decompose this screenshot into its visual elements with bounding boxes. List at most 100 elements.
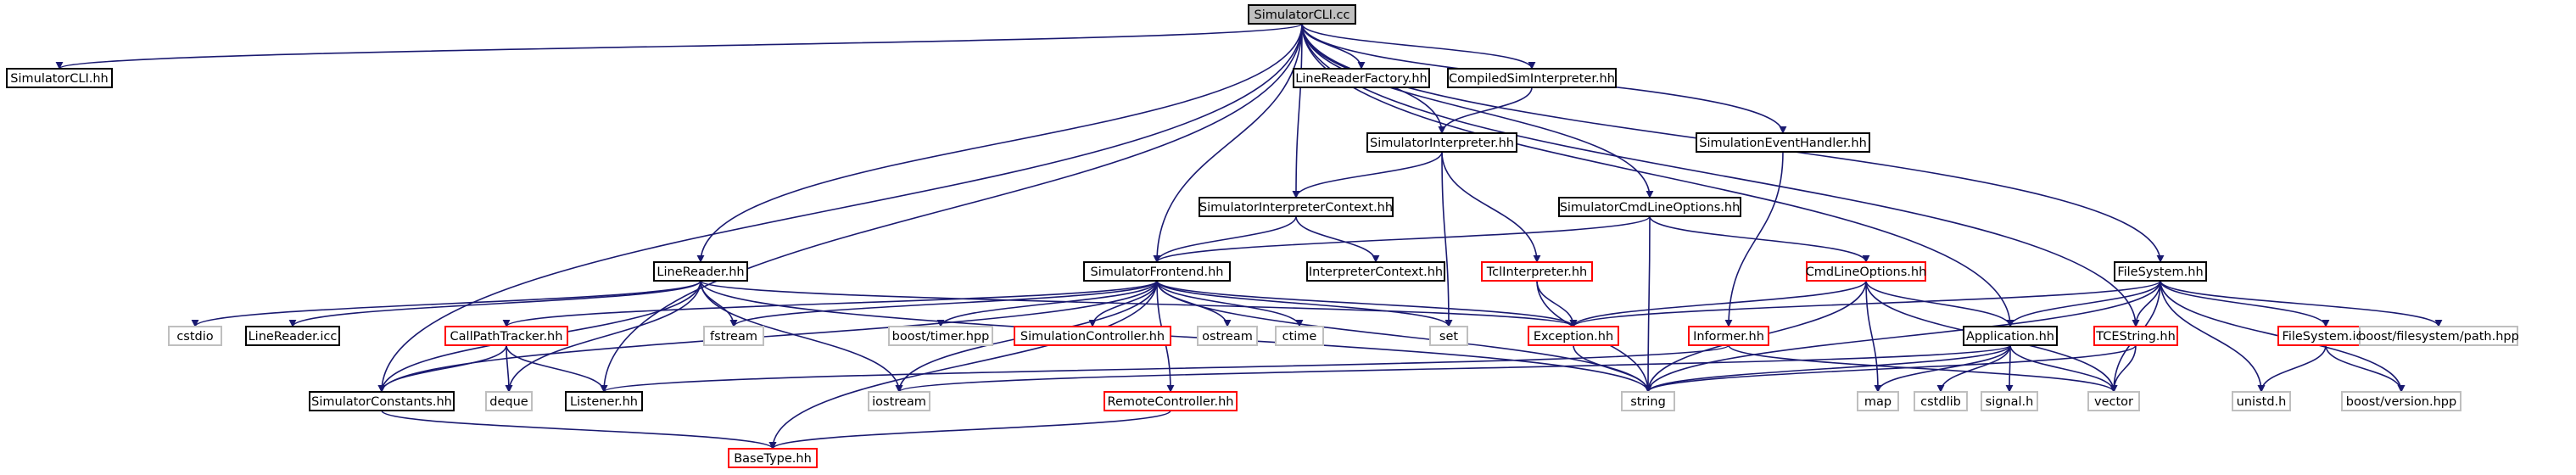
node-boosttimer-label: boost/timer.hpp bbox=[892, 330, 990, 344]
node-simevent-box bbox=[1696, 132, 1870, 153]
edge-compiledsim-to-siminterp bbox=[1438, 87, 1533, 134]
edge-simconstants-to-basetype bbox=[381, 410, 777, 450]
node-boosttimer: boost/timer.hpp bbox=[888, 326, 993, 346]
node-simconstants-label: SimulatorConstants.hh bbox=[311, 395, 452, 409]
node-callpath[interactable]: CallPathTracker.hh bbox=[444, 326, 568, 346]
node-callpath-label: CallPathTracker.hh bbox=[450, 330, 563, 344]
node-boostpath-label: boost/filesystem/path.hpp bbox=[2358, 330, 2519, 344]
node-linereader-label: LineReader.hh bbox=[657, 265, 744, 279]
node-ostream-box bbox=[1197, 326, 1258, 346]
node-linereaderfactory[interactable]: LineReaderFactory.hh bbox=[1293, 68, 1430, 88]
node-ctime-label: ctime bbox=[1282, 330, 1317, 344]
node-map: map bbox=[1857, 391, 1899, 411]
node-root-label: SimulatorCLI.cc bbox=[1254, 8, 1349, 22]
node-filesystem_icc-label: FileSystem.icc bbox=[2283, 330, 2370, 344]
edge-simevent-to-informer bbox=[1724, 151, 1784, 327]
node-listener-label: Listener.hh bbox=[570, 395, 638, 409]
node-simcmdline-box bbox=[1558, 197, 1741, 217]
edge-application-to-signal bbox=[2005, 344, 2014, 393]
node-simcli_hh-label: SimulatorCLI.hh bbox=[10, 72, 108, 86]
node-set-box bbox=[1429, 326, 1468, 346]
node-siminterp-label: SimulatorInterpreter.hh bbox=[1370, 137, 1514, 150]
node-simevent[interactable]: SimulationEventHandler.hh bbox=[1696, 132, 1870, 153]
node-linereader_icc[interactable]: LineReader.icc bbox=[245, 326, 340, 346]
edge-linereader-to-exception bbox=[700, 280, 1578, 327]
node-simcli_hh-box bbox=[6, 68, 113, 88]
node-boostpath: boost/filesystem/path.hpp bbox=[2358, 326, 2519, 346]
edge-filesystem_icc-to-boostversion bbox=[2325, 344, 2406, 393]
node-informer-box bbox=[1688, 326, 1769, 346]
node-tclinterp[interactable]: TclInterpreter.hh bbox=[1481, 261, 1593, 282]
edge-root-to-compiledsim bbox=[1301, 23, 1536, 70]
node-simcmdline-label: SimulatorCmdLineOptions.hh bbox=[1560, 201, 1741, 215]
node-interpctx-box bbox=[1306, 261, 1445, 282]
node-filesystem_hh-box bbox=[2114, 261, 2207, 282]
node-iostream-box bbox=[868, 391, 930, 411]
node-linereader-box bbox=[653, 261, 748, 282]
node-simcontroller-label: SimulationController.hh bbox=[1020, 330, 1165, 344]
node-simconstants[interactable]: SimulatorConstants.hh bbox=[309, 391, 455, 411]
edge-simfrontend-to-simcontroller bbox=[1088, 280, 1158, 327]
edge-filesystem_hh-to-filesystem_icc bbox=[2160, 280, 2330, 327]
node-informer[interactable]: Informer.hh bbox=[1688, 326, 1769, 346]
node-iostream: iostream bbox=[868, 391, 930, 411]
node-tcestring[interactable]: TCEString.hh bbox=[2093, 326, 2178, 346]
node-compiledsim[interactable]: CompiledSimInterpreter.hh bbox=[1447, 68, 1617, 88]
node-signal-box bbox=[1981, 391, 2038, 411]
edge-root-to-siminterpctx bbox=[1292, 23, 1303, 198]
node-siminterp-box bbox=[1366, 132, 1517, 153]
node-cstdio: cstdio bbox=[168, 326, 222, 346]
node-fstream-box bbox=[703, 326, 764, 346]
node-string-box bbox=[1621, 391, 1675, 411]
edge-root-to-simconstants bbox=[377, 23, 1303, 393]
node-siminterpctx[interactable]: SimulatorInterpreterContext.hh bbox=[1199, 197, 1394, 217]
node-cstdlib-label: cstdlib bbox=[1920, 395, 1961, 409]
node-basetype-label: BaseType.hh bbox=[734, 452, 812, 466]
node-interpctx[interactable]: InterpreterContext.hh bbox=[1306, 261, 1445, 282]
edge-simfrontend-to-simconstants bbox=[377, 280, 1158, 393]
node-simcmdline[interactable]: SimulatorCmdLineOptions.hh bbox=[1558, 197, 1741, 217]
edge-cmdlineopts-to-map bbox=[1865, 280, 1882, 393]
node-signal-label: signal.h bbox=[1986, 395, 2034, 409]
node-basetype[interactable]: BaseType.hh bbox=[728, 448, 818, 468]
node-simfrontend[interactable]: SimulatorFrontend.hh bbox=[1083, 261, 1231, 282]
edge-root-to-simcli_hh bbox=[55, 23, 1303, 70]
node-simcontroller[interactable]: SimulationController.hh bbox=[1014, 326, 1171, 346]
node-cmdlineopts[interactable]: CmdLineOptions.hh bbox=[1806, 261, 1927, 282]
node-exception[interactable]: Exception.hh bbox=[1528, 326, 1619, 346]
node-remotecontroller[interactable]: RemoteController.hh bbox=[1104, 391, 1238, 411]
edge-exception-to-string bbox=[1573, 344, 1652, 393]
edge-siminterp-to-siminterpctx bbox=[1292, 151, 1443, 198]
node-vector-box bbox=[2087, 391, 2140, 411]
edge-simcmdline-to-simfrontend bbox=[1153, 215, 1651, 263]
node-application-label: Application.hh bbox=[1966, 330, 2054, 344]
edge-informer-to-listener bbox=[600, 344, 1729, 393]
node-boosttimer-box bbox=[888, 326, 993, 346]
node-simfrontend-label: SimulatorFrontend.hh bbox=[1091, 265, 1224, 279]
edge-linereader-to-string bbox=[700, 280, 1652, 393]
node-linereader_icc-box bbox=[245, 326, 340, 346]
edge-callpath-to-deque bbox=[505, 344, 513, 393]
node-string-label: string bbox=[1630, 395, 1666, 409]
node-linereader[interactable]: LineReader.hh bbox=[653, 261, 748, 282]
edge-simfrontend-to-ctime bbox=[1156, 280, 1304, 327]
edge-root-to-linereader bbox=[696, 23, 1303, 263]
node-listener[interactable]: Listener.hh bbox=[565, 391, 643, 411]
node-filesystem_hh[interactable]: FileSystem.hh bbox=[2114, 261, 2207, 282]
node-unistd: unistd.h bbox=[2232, 391, 2291, 411]
node-siminterp[interactable]: SimulatorInterpreter.hh bbox=[1366, 132, 1517, 153]
node-root[interactable]: SimulatorCLI.cc bbox=[1248, 4, 1356, 25]
node-linereaderfactory-label: LineReaderFactory.hh bbox=[1295, 72, 1427, 86]
node-simcli_hh[interactable]: SimulatorCLI.hh bbox=[6, 68, 113, 88]
node-cstdio-label: cstdio bbox=[176, 330, 213, 344]
node-linereader_icc-label: LineReader.icc bbox=[249, 330, 338, 344]
node-cmdlineopts-label: CmdLineOptions.hh bbox=[1806, 265, 1927, 279]
edge-linereader-to-deque bbox=[505, 280, 701, 393]
node-ctime-box bbox=[1275, 326, 1324, 346]
edge-callpath-to-simconstants bbox=[377, 344, 507, 393]
edge-application-to-map bbox=[1874, 344, 2011, 393]
node-application[interactable]: Application.hh bbox=[1963, 326, 2058, 346]
edge-root-to-listener bbox=[600, 23, 1303, 393]
